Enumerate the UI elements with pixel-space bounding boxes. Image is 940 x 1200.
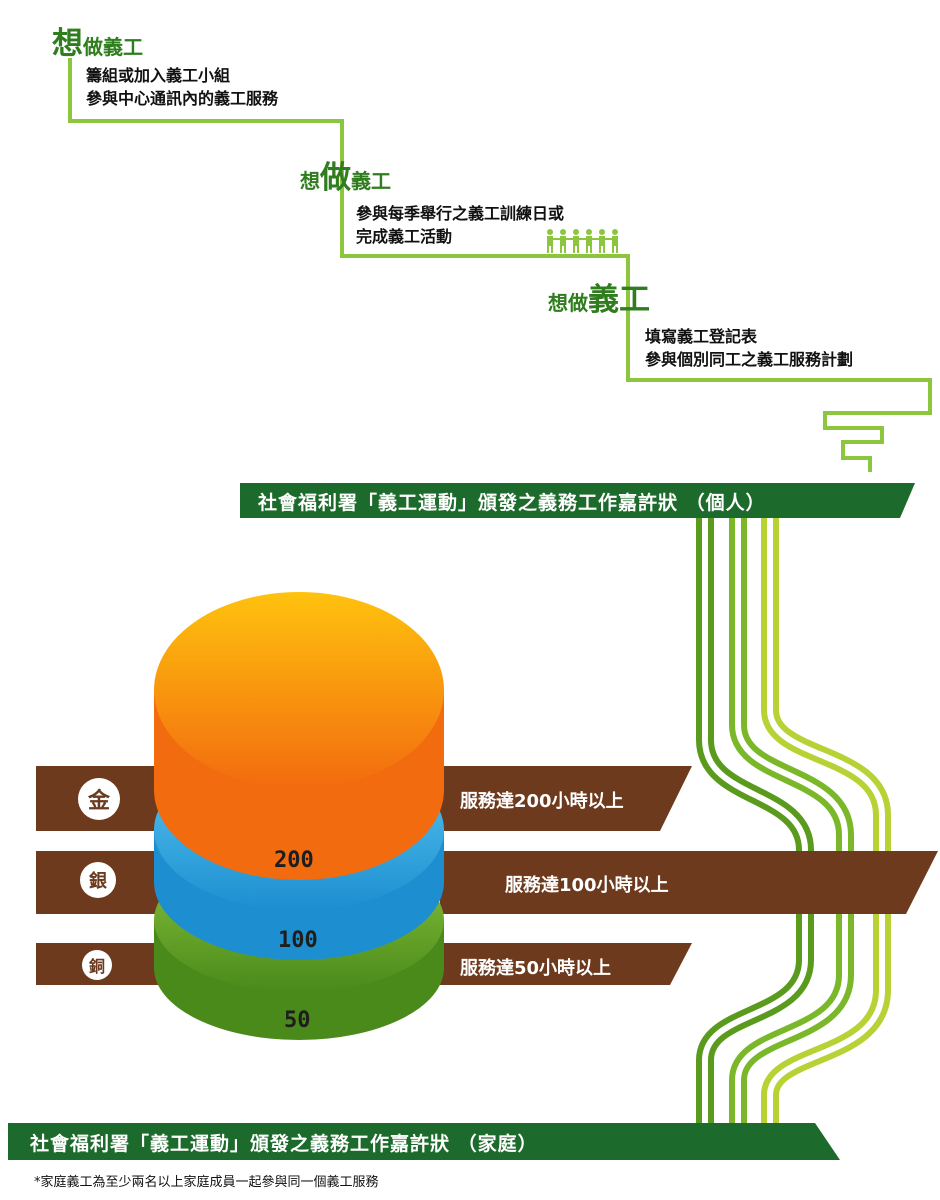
banner-family-bg [8, 1123, 840, 1160]
step-2-heading-second: 做 [320, 160, 351, 196]
step-2-heading-third: 義工 [351, 169, 391, 193]
tier-bar-bronze-right [440, 943, 692, 985]
banner-family-text: 社會福利署「義工運動」頒發之義務工作嘉許狀 （家庭） [30, 1133, 538, 1155]
step-1-line-2: 參與中心通訊內的義工服務 [86, 89, 279, 108]
step-2-heading-first: 想 [300, 169, 320, 193]
medal-bronze: 銅 [82, 950, 112, 980]
medal-silver: 銀 [80, 862, 116, 898]
footnote: *家庭義工為至少兩名以上家庭成員一起參與同一個義工服務 [34, 1175, 379, 1190]
tier-label-silver: 服務達100小時以上 [505, 875, 669, 896]
banner-individual-text: 社會福利署「義工運動」頒發之義務工作嘉許狀 （個人） [258, 492, 766, 514]
tier-bar-silver-right [440, 851, 938, 914]
step-3-heading: 想做義工 [548, 274, 650, 319]
step-3-heading-third: 義工 [588, 282, 650, 318]
step-3-line-1: 填寫義工登記表 [645, 327, 758, 346]
coin-bronze-number: 50 [284, 1008, 311, 1033]
step-2-line-2: 完成義工活動 [356, 227, 453, 246]
step-1-text: 籌組或加入義工小組 參與中心通訊內的義工服務 [86, 64, 278, 110]
tier-label-bronze: 服務達50小時以上 [460, 958, 612, 979]
step-2-line-1: 參與每季舉行之義工訓練日或 [356, 204, 565, 223]
step-1-line-1: 籌組或加入義工小組 [86, 66, 231, 85]
medal-gold: 金 [78, 778, 120, 820]
volunteer-people-icon [545, 228, 625, 254]
step-2-text: 參與每季舉行之義工訓練日或 完成義工活動 [356, 202, 564, 248]
coin-stack [154, 592, 444, 1040]
step-3-heading-first: 想 [548, 291, 568, 315]
step-3-heading-second: 做 [568, 291, 588, 315]
step-3-line-2: 參與個別同工之義工服務計劃 [645, 350, 854, 369]
tier-bar-gold-right [440, 766, 692, 831]
step-1-heading-second: 做 [83, 35, 103, 59]
staircase-line [68, 58, 932, 472]
step-1-heading: 想做義工 [52, 18, 143, 63]
coin-gold [154, 592, 444, 880]
coin-silver-number: 100 [278, 928, 318, 953]
tier-label-gold: 服務達200小時以上 [460, 791, 624, 812]
step-1-heading-first: 想 [52, 26, 83, 62]
banner-individual-bg [240, 483, 915, 518]
coin-gold-number: 200 [274, 848, 314, 873]
step-3-text: 填寫義工登記表 參與個別同工之義工服務計劃 [645, 325, 853, 371]
step-2-heading: 想做義工 [300, 152, 391, 197]
pipe-stripes [696, 515, 891, 1125]
step-1-heading-third: 義工 [103, 35, 143, 59]
